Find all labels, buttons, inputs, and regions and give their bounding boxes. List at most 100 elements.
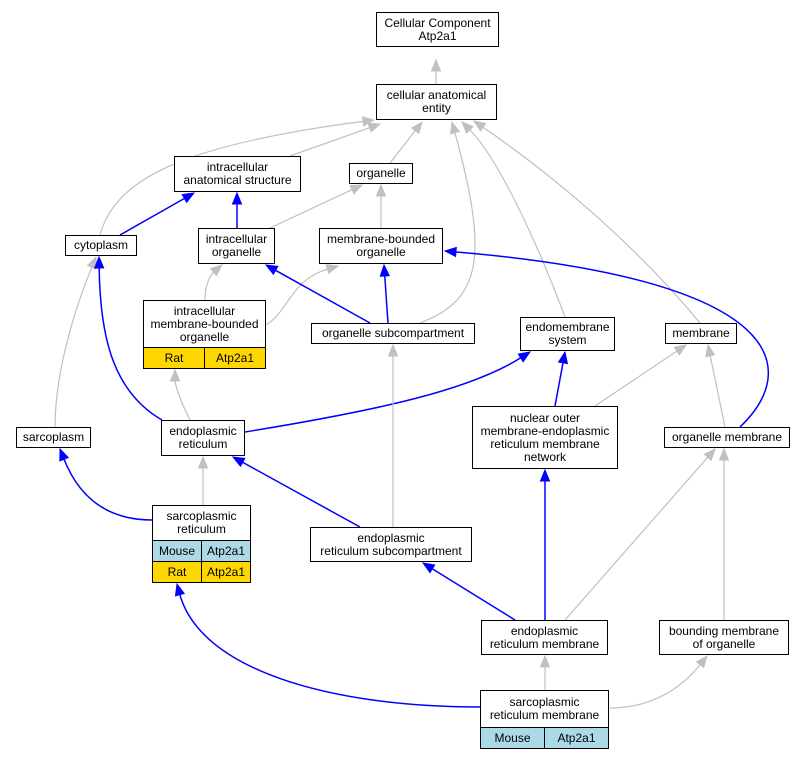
annotation-gene: Atp2a1 <box>201 541 250 561</box>
edge-orgmem-to-membrane <box>705 343 726 428</box>
edge-srmem-to-ermem-arrowhead <box>539 654 551 668</box>
edge-er-to-cytoplasm-arrowhead <box>93 255 105 269</box>
edge-imbo-to-intorg <box>204 264 224 301</box>
edge-endosys-to-cae-arrowhead <box>461 121 474 134</box>
node-label: membrane <box>666 324 736 343</box>
node-label-line: system <box>548 333 587 347</box>
edge-cytoplasm-to-ias <box>119 192 196 236</box>
edge-er-to-imbo-arrowhead <box>169 368 181 382</box>
edge-mbo-to-organelle <box>375 183 387 228</box>
edge-cytoplasm-to-cae <box>99 116 376 236</box>
node-label-line: organelle <box>356 245 406 259</box>
edge-er-to-endosys <box>244 351 532 433</box>
edge-er-to-imbo <box>169 368 191 421</box>
edge-ersub-to-er-line <box>241 461 361 528</box>
edge-nomer-to-endosys-arrowhead <box>557 350 569 365</box>
edge-nomer-to-membrane-arrowhead <box>673 344 688 356</box>
edge-ermem-to-ersub <box>421 562 516 621</box>
edge-osub-to-intorg <box>264 264 371 324</box>
node-label-line: organelle membrane <box>671 430 783 444</box>
node-label-line: sarcoplasmic <box>166 509 237 523</box>
node-cytoplasm[interactable]: cytoplasm <box>65 235 137 256</box>
edge-ermem-to-nomer-arrowhead <box>539 468 551 482</box>
node-label: organelle subcompartment <box>312 324 474 343</box>
edge-membrane-to-cae-line <box>481 126 701 324</box>
edge-ersub-to-er-arrowhead <box>231 456 246 468</box>
node-label-line: reticulum membrane <box>489 636 600 651</box>
edge-ermem-to-orgmem-line <box>564 456 709 621</box>
node-label-line: anatomical structure <box>183 173 292 187</box>
edge-intorg-to-organelle-line <box>269 188 354 229</box>
annotation-species: Mouse <box>494 730 531 745</box>
node-label-line: Atp2a1 <box>418 28 457 43</box>
edge-osub-to-mbo <box>379 263 391 324</box>
node-organelle-subcompartment[interactable]: organelle subcompartment <box>311 323 475 344</box>
node-label-line: intracellular <box>206 160 269 174</box>
node-label-line: endoplasmic <box>169 424 237 438</box>
edge-osub-to-intorg-arrowhead <box>264 264 279 276</box>
edge-sr-to-er-arrowhead <box>197 455 209 469</box>
node-label-line: organelle <box>356 166 406 180</box>
node-sarcoplasm[interactable]: sarcoplasm <box>16 427 91 448</box>
edge-nomer-to-endosys-line <box>554 361 564 407</box>
edge-ermem-to-orgmem <box>564 448 716 621</box>
edge-ersub-to-osub <box>387 343 399 527</box>
edge-organelle-to-cae-line <box>389 129 417 164</box>
node-label-line: membrane-bounded <box>326 232 436 246</box>
node-label: cytoplasm <box>66 236 136 255</box>
node-label-line: organelle <box>179 329 230 344</box>
edge-sr-to-sarcoplasm-line <box>62 457 153 521</box>
edge-sarcoplasm-to-cytoplasm <box>54 255 97 428</box>
annotation-species: Mouse <box>158 543 196 558</box>
node-label: organelle membrane <box>665 428 789 447</box>
node-label-line: intracellular <box>205 232 268 246</box>
edge-imbo-to-intorg-line <box>204 270 215 301</box>
node-label-line: sarcoplasmic <box>509 695 580 709</box>
edge-er-to-endosys-line <box>244 356 523 433</box>
edge-orgmem-to-membrane-arrowhead <box>705 343 716 358</box>
edge-bmo-to-orgmem <box>718 447 730 620</box>
node-membrane[interactable]: membrane <box>665 323 737 344</box>
edge-cytoplasm-to-cae-line <box>99 120 365 236</box>
annotation-species: Rat <box>167 564 187 579</box>
edge-organelle-to-cae <box>389 120 423 164</box>
node-organelle-membrane[interactable]: organelle membrane <box>664 427 790 448</box>
edge-cytoplasm-to-ias-line <box>119 197 186 236</box>
edge-ias-to-cae-arrowhead <box>367 122 382 133</box>
annotation-gene: Atp2a1 <box>204 348 265 368</box>
node-label-line: network <box>523 449 567 464</box>
edge-orgmem-to-mbo <box>443 246 769 428</box>
edge-sr-to-er <box>197 455 209 505</box>
edge-imbo-to-mbo-line <box>265 268 329 326</box>
node-label-line: cytoplasm <box>73 238 129 252</box>
edge-srmem-to-bmo <box>609 654 708 709</box>
edge-srmem-to-bmo-arrowhead <box>695 654 708 669</box>
node-label-line: of organelle <box>692 636 756 651</box>
node-organelle[interactable]: organelle <box>349 163 413 184</box>
node-label-line: endoplasmic <box>357 530 425 545</box>
edge-osub-to-cae <box>419 120 476 324</box>
